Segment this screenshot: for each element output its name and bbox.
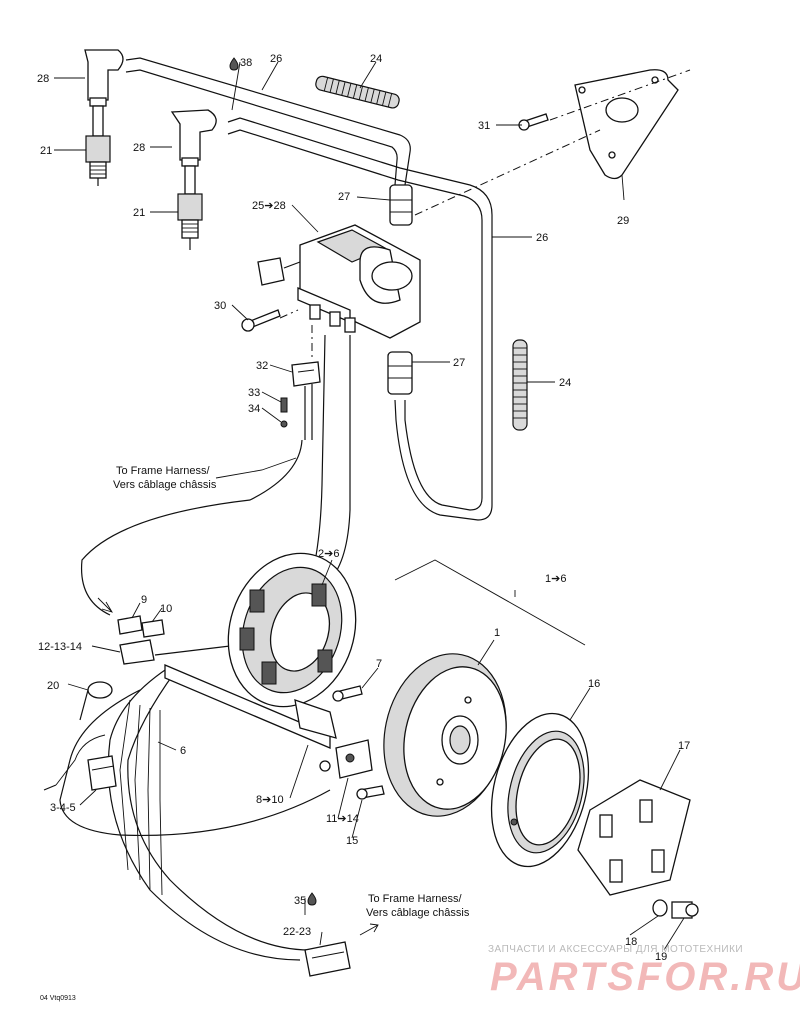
high-tension-wire-upper	[125, 57, 411, 186]
callout-15: 15	[346, 835, 358, 847]
callout-8-10: 8➔10	[256, 794, 284, 806]
callout-7: 7	[376, 658, 382, 670]
mounting-bracket	[574, 69, 679, 180]
callout-11-14: 11➔14	[326, 813, 359, 825]
callout-22-23: 22-23	[283, 926, 311, 938]
spark-plug-cap-upper	[84, 49, 124, 107]
stator	[227, 552, 357, 708]
coil-screw	[241, 309, 281, 332]
ignition-coil	[297, 224, 421, 339]
starter-pulley	[577, 779, 691, 896]
callout-24-sleeve-right: 24	[559, 377, 571, 389]
callout-27-top: 27	[338, 191, 350, 203]
droplet-icons	[229, 57, 317, 906]
stator-screw	[332, 685, 363, 702]
connector-12-13-14	[119, 639, 155, 665]
harness-branch-wires	[55, 699, 163, 896]
callout-labels: 28 38 26 24 21 28 21 31 29 27 25➔28 26 3…	[37, 53, 690, 963]
frame-harness-note-upper-en: To Frame Harness/	[116, 465, 210, 477]
trigger-coil-plate	[164, 664, 337, 772]
connectors-9-10	[117, 615, 165, 638]
watermark-brand: PARTSFOR.RU	[490, 955, 800, 999]
trigger-screw	[356, 785, 385, 800]
callout-26-wire-upper: 26	[270, 53, 282, 65]
callout-1-6: 1➔6	[545, 573, 566, 585]
callout-28-cap-lower: 28	[133, 142, 145, 154]
spring-sleeve-top	[315, 75, 400, 109]
callout-16: 16	[588, 678, 600, 690]
drawing-code: 04 Vtq0913	[40, 995, 76, 1002]
callout-26-wire-lower: 26	[536, 232, 548, 244]
coil-connector	[257, 257, 301, 286]
rotor-flywheel	[383, 653, 507, 817]
frame-harness-note-lower: To Frame Harness/ Vers câblage châssis	[366, 893, 470, 919]
callout-17: 17	[678, 740, 690, 752]
frame-harness-note-lower-fr: Vers câblage châssis	[366, 907, 470, 919]
spark-plug-cap-lower	[170, 109, 217, 167]
callout-28-cap-upper: 28	[37, 73, 49, 85]
watermark-tagline: ЗАПЧАСТИ И АКСЕССУАРЫ ДЛЯ МОТОТЕХНИКИ	[488, 944, 743, 955]
callout-34: 34	[248, 403, 260, 415]
callout-35: 35	[294, 895, 306, 907]
callout-24-sleeve-top: 24	[370, 53, 382, 65]
high-tension-wire-lower	[227, 117, 493, 521]
starter-cup	[490, 712, 590, 868]
connector-housing	[291, 361, 321, 440]
pulley-bolt	[671, 901, 699, 919]
frame-harness-note-upper-fr: Vers câblage châssis	[113, 479, 217, 491]
harness-wires	[59, 334, 351, 961]
callout-18: 18	[625, 936, 637, 948]
callout-31: 31	[478, 120, 490, 132]
leader-lines	[54, 61, 685, 951]
callout-27-bottom: 27	[453, 357, 465, 369]
callout-32: 32	[256, 360, 268, 372]
callout-20: 20	[47, 680, 59, 692]
callout-6: 6	[180, 745, 186, 757]
callout-25-28: 25➔28	[252, 200, 286, 212]
callout-10: 10	[160, 603, 172, 615]
callout-33: 33	[248, 387, 260, 399]
connector-3-4-5	[43, 755, 117, 791]
coil-boot-top	[389, 184, 413, 226]
callout-38: 38	[240, 57, 252, 69]
spark-plug-lower	[177, 165, 203, 250]
bracket-screw	[518, 113, 549, 131]
leader-arrows	[97, 597, 379, 936]
trigger-coil	[335, 739, 373, 779]
callout-21-plug-lower: 21	[133, 207, 145, 219]
callout-3-4-5: 3-4-5	[50, 802, 76, 814]
frame-harness-note-upper: To Frame Harness/ Vers câblage châssis	[113, 465, 217, 491]
callout-1: 1	[494, 627, 500, 639]
spark-plug-upper	[85, 105, 111, 186]
connector-22-23	[304, 941, 351, 977]
callout-21-plug-upper: 21	[40, 145, 52, 157]
callout-2-6: 2➔6	[318, 548, 339, 560]
coil-boot-bottom	[387, 351, 413, 395]
watermark: ЗАПЧАСТИ И АКСЕССУАРЫ ДЛЯ МОТОТЕХНИКИ PA…	[488, 944, 800, 999]
centre-lines	[279, 69, 691, 360]
spring-sleeve-right	[512, 339, 528, 431]
cable-tie	[79, 681, 113, 721]
callout-29: 29	[617, 215, 629, 227]
connector-terminal	[280, 397, 288, 428]
callout-19: 19	[655, 951, 667, 963]
callout-9: 9	[141, 594, 147, 606]
callout-30: 30	[214, 300, 226, 312]
callout-12-13-14: 12-13-14	[38, 641, 82, 653]
washer	[652, 899, 668, 917]
frame-harness-note-lower-en: To Frame Harness/	[368, 893, 462, 905]
